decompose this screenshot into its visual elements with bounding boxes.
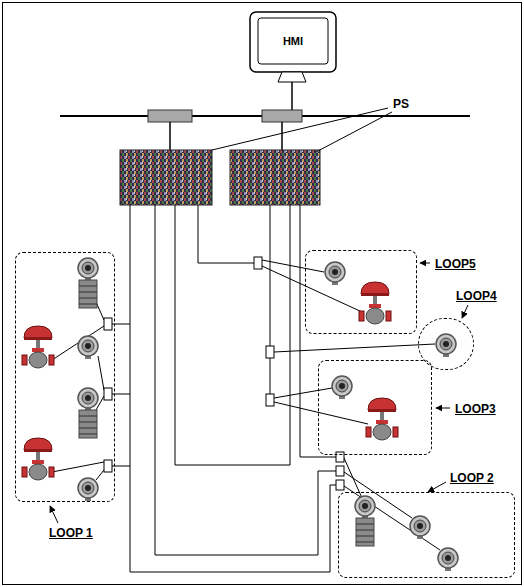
loop-region: LOOP 2: [338, 492, 515, 578]
device-name: HMI: [283, 35, 303, 47]
loop-region: LOOP 1: [15, 252, 115, 502]
part-label: PS: [393, 97, 409, 111]
loop-region: LOOP5: [305, 250, 417, 334]
loop-region: LOOP3: [318, 360, 432, 455]
loop-label: LOOP5: [435, 257, 476, 271]
hmi-screen: HMI: [258, 18, 328, 64]
loop-region: LOOP4: [418, 318, 474, 370]
loop-label: LOOP4: [456, 289, 497, 303]
loop-label: LOOP 2: [450, 471, 494, 485]
loop-label: LOOP 1: [49, 526, 93, 540]
loop-label: LOOP3: [455, 402, 496, 416]
